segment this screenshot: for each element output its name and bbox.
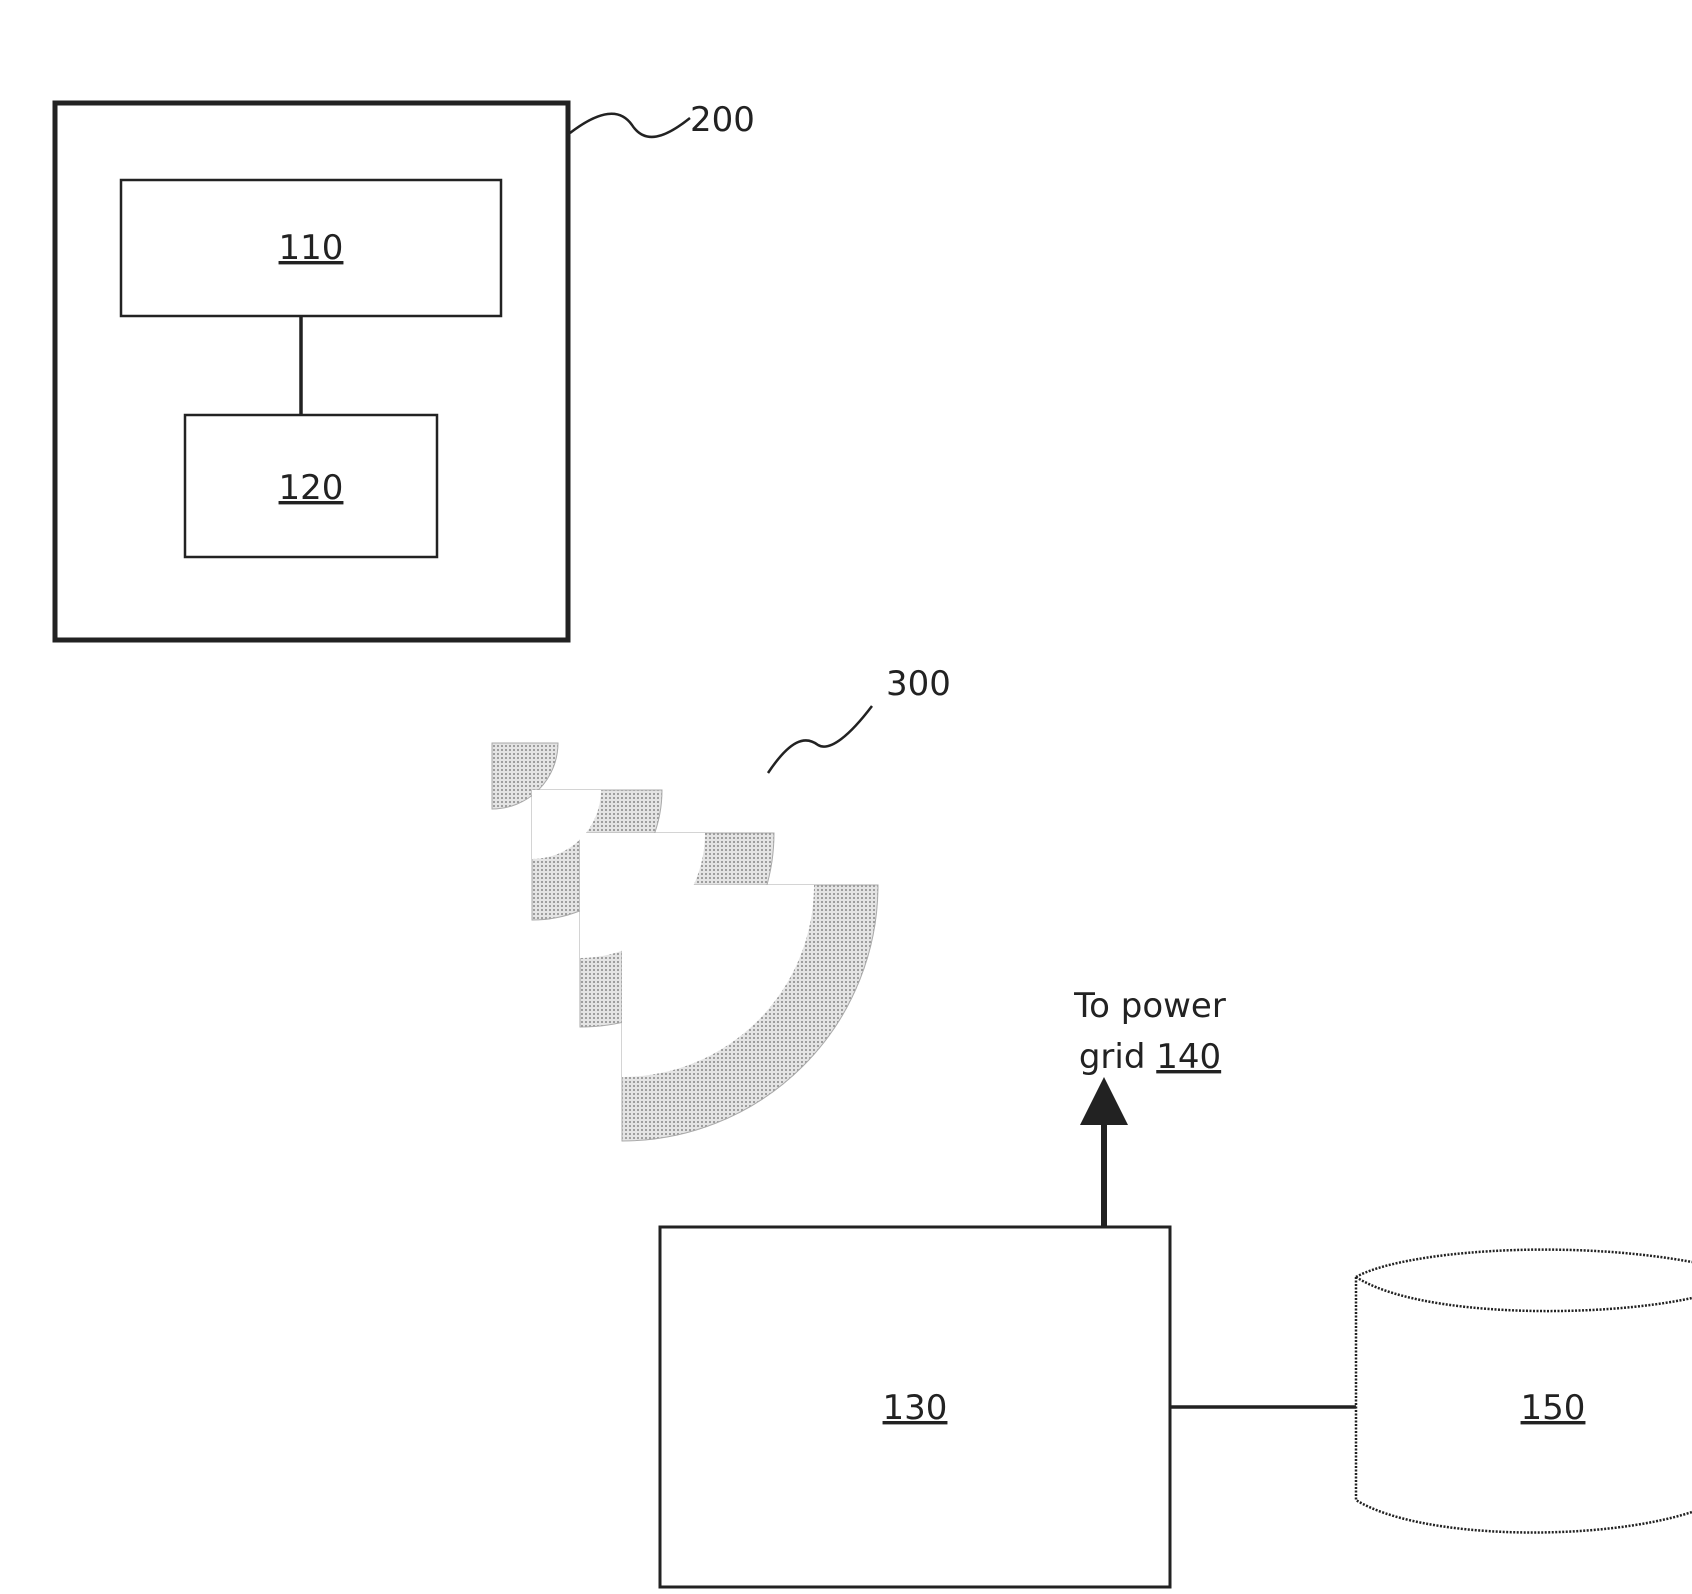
grid-output-line1: To power	[1073, 986, 1226, 1026]
grid-output-prefix: grid	[1079, 1037, 1156, 1077]
wireless-signal-leader	[768, 706, 872, 773]
block-130-label: 130	[883, 1388, 948, 1428]
wireless-signal-ref: 300	[886, 664, 951, 704]
device-200-box	[55, 103, 568, 640]
block-120-label: 120	[279, 468, 344, 508]
storage-150-top	[1356, 1250, 1692, 1277]
wireless-signal-300: 300	[492, 664, 951, 1141]
grid-output-140: To power grid 140	[1073, 986, 1226, 1227]
block-130: 130	[660, 1227, 1170, 1587]
grid-output-ref: 140	[1156, 1037, 1221, 1077]
block-120: 120	[185, 415, 437, 557]
device-200-leader	[570, 114, 690, 137]
storage-150: 150	[1356, 1250, 1692, 1533]
storage-150-top-front	[1356, 1277, 1692, 1311]
block-110: 110	[121, 180, 501, 316]
device-200-ref: 200	[690, 100, 755, 140]
block-110-label: 110	[279, 228, 344, 268]
storage-150-label: 150	[1521, 1388, 1586, 1428]
grid-output-line2: grid 140	[1079, 1037, 1221, 1077]
